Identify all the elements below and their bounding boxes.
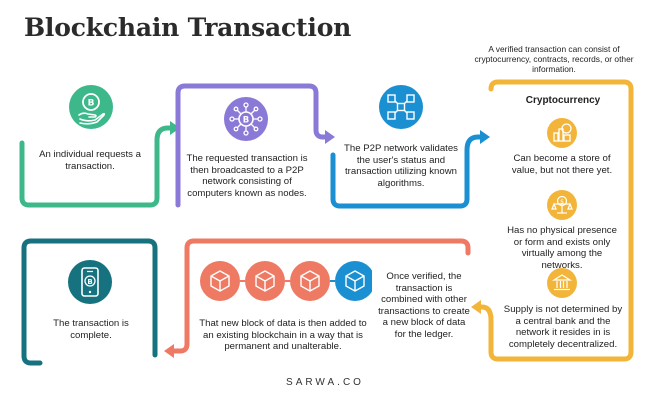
cube-icon <box>245 261 285 301</box>
svg-text:B: B <box>88 99 95 109</box>
blue-arrowhead <box>480 130 490 144</box>
step-4-text: Once verified, the transaction is combin… <box>378 271 470 340</box>
green-flow-line <box>19 125 175 208</box>
blue-flow-line <box>330 134 484 209</box>
coin-stack-icon <box>547 118 577 148</box>
verified-transaction-note: A verified transaction can consist of cr… <box>474 44 634 75</box>
svg-text:$: $ <box>560 199 564 206</box>
coral-arrowhead <box>164 344 174 358</box>
crypto-item-2-text: Has no physical presence or form and exi… <box>507 225 617 271</box>
hand-coin-icon: B <box>69 85 113 129</box>
svg-text:B: B <box>87 278 92 286</box>
mobile-coin-icon: B <box>68 260 112 304</box>
connected-blocks-icon <box>379 85 423 129</box>
cube-icon <box>290 261 330 301</box>
yellow-flow-line <box>476 79 634 362</box>
network-nodes-icon: B <box>224 97 268 141</box>
purple-arrowhead <box>325 130 335 144</box>
footer-brand: SARWA.CO <box>286 377 364 388</box>
step-1-text: An individual requests a transaction. <box>39 149 141 172</box>
crypto-item-1-text: Can become a store of value, but not the… <box>511 153 613 176</box>
crypto-item-3-text: Supply is not determined by a central ba… <box>503 304 623 350</box>
bank-icon <box>547 268 577 298</box>
step-2-text: The requested transaction is then broadc… <box>186 153 308 199</box>
purple-flow-line <box>175 83 329 208</box>
cryptocurrency-heading: Cryptocurrency <box>525 95 601 106</box>
yellow-arrowhead <box>471 300 481 314</box>
step-5-text: That new block of data is then added to … <box>199 318 367 353</box>
dollar-scale-icon: $ <box>547 190 577 220</box>
step-6-text: The transaction is complete. <box>53 318 129 341</box>
svg-text:B: B <box>243 116 249 126</box>
page-title: Blockchain Transaction <box>24 13 352 42</box>
coral-flow-line <box>169 238 471 354</box>
step-3-text: The P2P network validates the user's sta… <box>344 143 458 189</box>
cube-icon <box>200 261 240 301</box>
cube-chain-icon <box>200 261 372 301</box>
green-arrowhead <box>170 121 180 135</box>
new-cube-icon <box>335 261 372 301</box>
teal-flow-line <box>21 238 158 366</box>
